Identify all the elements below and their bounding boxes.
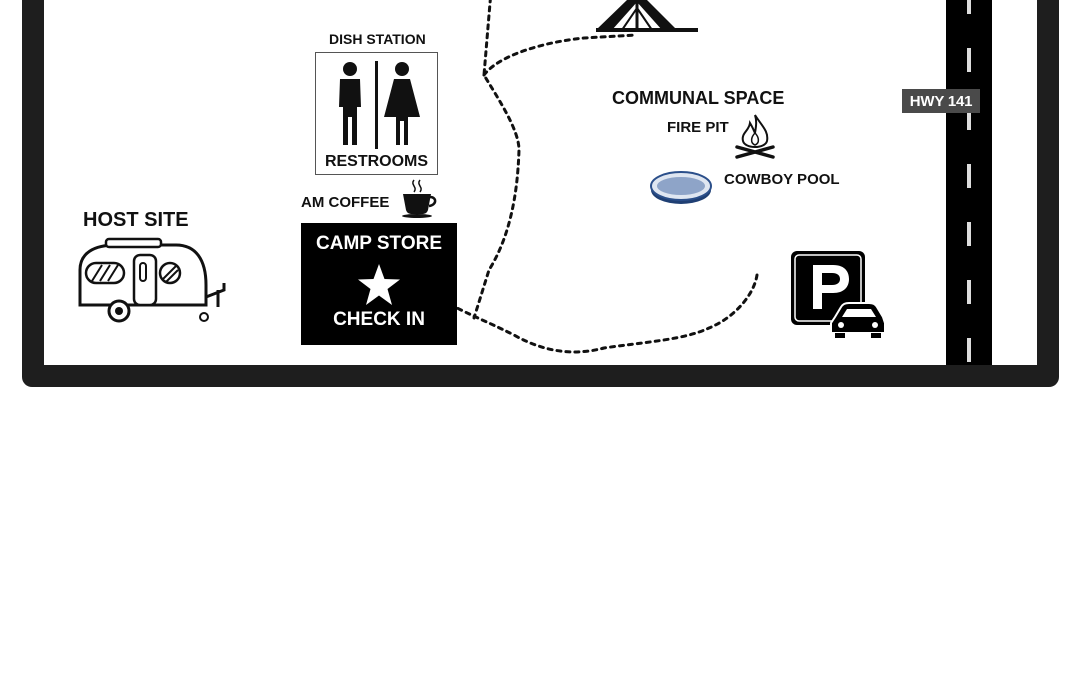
camp-store-check-in: CAMP STORE CHECK IN [301,223,457,345]
star-icon [358,264,400,305]
campground-map: DISH STATION RESTROOMS AM COFFEE HOST SI [44,0,1037,365]
restroom-icon [339,61,420,149]
campfire-icon [735,114,775,159]
cowboy-pool-label: COWBOY POOL [724,171,840,188]
fire-pit-label: FIRE PIT [667,119,729,136]
walking-trail [440,0,759,354]
tent-icon [596,0,698,32]
dish-station-label: DISH STATION [329,31,426,47]
restrooms-label: RESTROOMS [324,153,429,170]
host-site-label: HOST SITE [83,209,189,231]
road-lane-markings [967,0,971,365]
communal-space-label: COMMUNAL SPACE [612,88,785,108]
camper-trailer-icon [78,237,226,323]
restroom-sign: RESTROOMS [315,52,438,175]
check-in-label: CHECK IN [333,309,425,330]
pool-icon [650,171,712,204]
highway-road [946,0,992,365]
coffee-cup-icon [402,179,437,218]
am-coffee-label: AM COFFEE [301,194,390,211]
camp-store-label: CAMP STORE [316,233,442,254]
highway-sign: HWY 141 [902,89,980,113]
map-frame: DISH STATION RESTROOMS AM COFFEE HOST SI [22,0,1059,387]
parking-icon [791,251,886,338]
